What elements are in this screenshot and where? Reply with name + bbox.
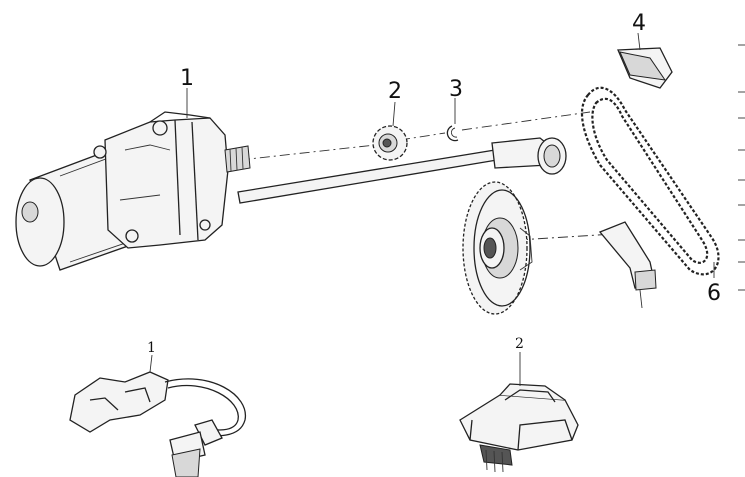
- callout-starter-motor: 1: [180, 66, 194, 91]
- edge-ticks: [738, 44, 745, 291]
- callout-chain: 6: [707, 281, 721, 306]
- chain-guide-lower-icon: [598, 221, 657, 309]
- leader-lines: [149, 32, 715, 386]
- circlip-icon: [446, 125, 459, 142]
- relay-icon: [459, 383, 579, 473]
- callout-drive-gear: 2: [388, 79, 402, 104]
- gear-icon: [372, 125, 408, 161]
- assembly-centerlines: [239, 111, 631, 241]
- chain-icon: [580, 86, 720, 276]
- callout-chain-guide: 4: [632, 11, 646, 36]
- ignition-coil-icon: [69, 371, 246, 477]
- chain-guide-icon: [617, 47, 673, 89]
- callout-circlip: 3: [449, 77, 463, 102]
- starter-motor-icon: [15, 111, 251, 271]
- callout-relay: 2: [515, 336, 524, 352]
- callout-ignition-coil: 1: [147, 340, 156, 356]
- sprocket-icon: [462, 181, 533, 315]
- shaft-icon: [237, 137, 567, 204]
